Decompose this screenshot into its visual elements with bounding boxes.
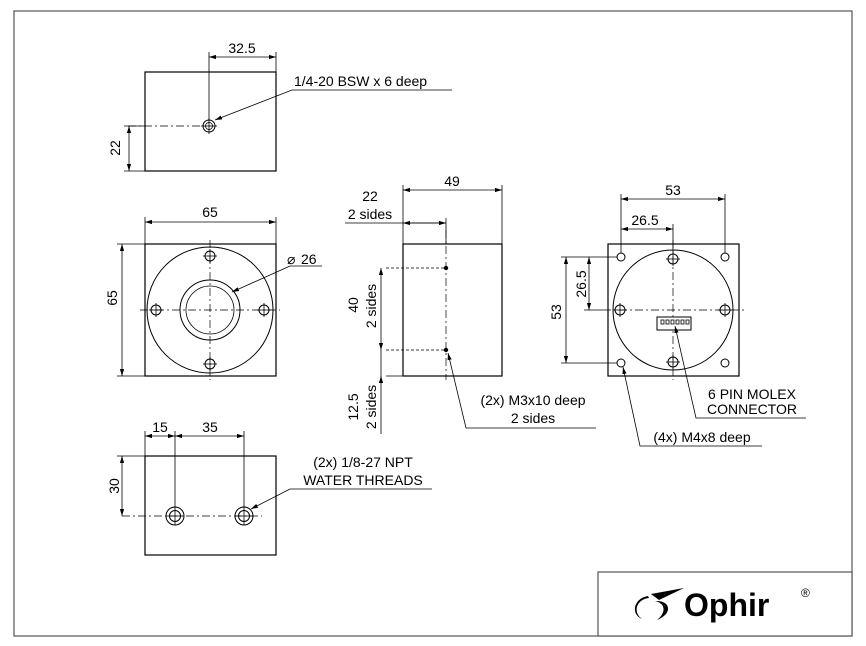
logo-box: Ophir ® [597, 571, 853, 637]
back-view: 53 26.5 26.5 53 6 PIN MOLEX CONNECTOR (4… [548, 182, 806, 447]
back-connector-label-2: CONNECTOR [707, 401, 797, 417]
side-spacing-dim: 40 [345, 297, 361, 313]
bottom-offset-dim: 15 [152, 419, 168, 435]
side-width-dim: 49 [444, 173, 460, 189]
front-diameter-symbol: ⌀ [287, 251, 295, 267]
logo-registered-mark: ® [801, 586, 810, 600]
back-height-dim: 53 [548, 304, 564, 320]
bottom-height-dim: 30 [106, 478, 122, 494]
top-thread-label: 1/4-20 BSW x 6 deep [294, 73, 427, 89]
front-width-dim: 65 [202, 204, 218, 220]
back-connector-label-1: 6 PIN MOLEX [708, 386, 797, 402]
side-hole-label-1: (2x) M3x10 deep [480, 392, 585, 408]
side-offset-dim: 12.5 [345, 393, 361, 420]
side-offset-note: 2 sides [363, 385, 379, 429]
front-view: 65 65 ⌀ 26 [104, 204, 322, 380]
ophir-swoosh-icon [634, 588, 684, 620]
bottom-water-label-2: WATER THREADS [303, 472, 423, 488]
side-depth-dim: 22 [362, 188, 378, 204]
back-half-width-dim: 26.5 [631, 212, 658, 228]
bottom-spacing-dim: 35 [202, 419, 218, 435]
side-view: 49 22 2 sides 40 2 sides 12.5 2 sides (2… [345, 173, 596, 434]
front-diameter-dim: 26 [301, 251, 317, 267]
back-mount-label: (4x) M4x8 deep [653, 429, 750, 445]
top-height-dim: 22 [107, 140, 123, 156]
back-half-height-dim: 26.5 [573, 270, 589, 297]
bottom-water-label-1: (2x) 1/8-27 NPT [313, 454, 413, 470]
logo-text: Ophir [684, 587, 769, 623]
side-depth-note: 2 sides [348, 206, 392, 222]
top-view: 32.5 22 1/4-20 BSW x 6 deep [107, 40, 452, 172]
drawing-frame [13, 10, 853, 637]
front-height-dim: 65 [104, 290, 120, 306]
back-width-dim: 53 [665, 182, 681, 198]
top-width-dim: 32.5 [228, 40, 255, 56]
bottom-view: 15 35 30 (2x) 1/8-27 NPT WATER THREADS [106, 419, 432, 556]
side-hole-label-2: 2 sides [511, 410, 555, 426]
side-spacing-note: 2 sides [363, 284, 379, 328]
